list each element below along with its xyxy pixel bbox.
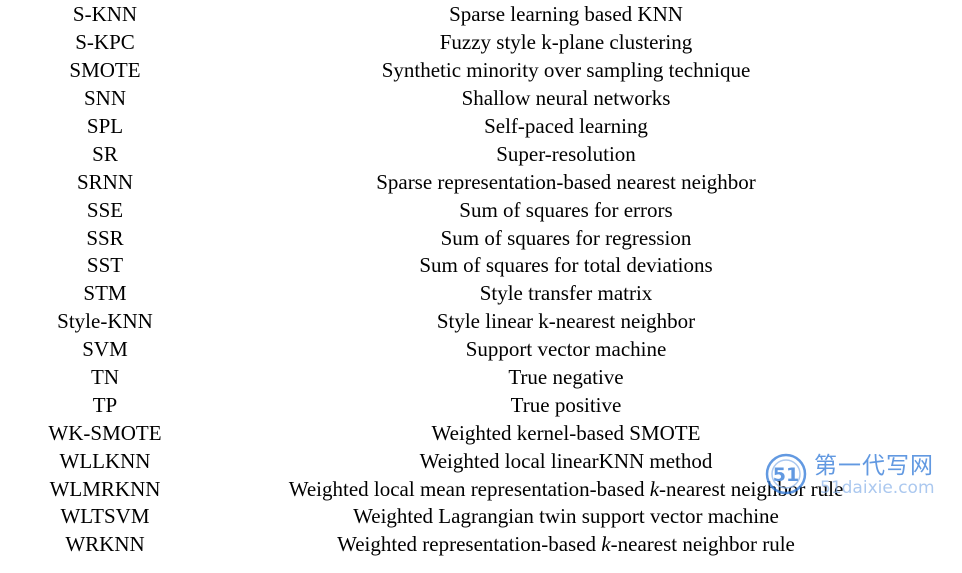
definition-cell: Style linear k-nearest neighbor <box>436 309 696 334</box>
definition-cell: Sum of squares for total deviations <box>419 253 713 278</box>
table-row: STM Style transfer matrix <box>0 280 962 308</box>
abbreviation-cell: SSR <box>86 225 124 250</box>
definition-cell: Super-resolution <box>496 141 636 166</box>
abbreviation-cell: TN <box>91 365 119 390</box>
table-row: SNN Shallow neural networks <box>0 85 962 113</box>
table-row: S-KPC Fuzzy style k-plane clustering <box>0 29 962 57</box>
abbreviation-cell: WLLKNN <box>59 448 151 473</box>
abbreviation-cell: SR <box>92 141 118 166</box>
definition-cell: Support vector machine <box>465 337 667 362</box>
definition-cell: Synthetic minority over sampling techniq… <box>381 58 751 83</box>
definition-cell: Weighted local linearKNN method <box>419 448 713 473</box>
definition-cell: Weighted kernel-based SMOTE <box>431 420 701 445</box>
watermark: 51 第一代写网 51daixie.com <box>762 444 957 504</box>
abbreviation-cell: WK-SMOTE <box>48 420 162 445</box>
abbreviation-cell: S-KPC <box>75 30 135 55</box>
table-row: WLTSVM Weighted Lagrangian twin support … <box>0 503 962 531</box>
table-row: Style-KNN Style linear k-nearest neighbo… <box>0 308 962 336</box>
definition-cell: Sparse learning based KNN <box>449 2 683 27</box>
abbreviation-cell: SNN <box>83 86 126 111</box>
abbreviation-cell: WLMRKNN <box>49 476 161 501</box>
abbreviation-cell: SRNN <box>76 169 134 194</box>
abbreviation-cell: WLTSVM <box>60 504 150 529</box>
watermark-chinese-text: 第一代写网 <box>814 453 934 479</box>
table-row: SSE Sum of squares for errors <box>0 196 962 224</box>
watermark-logo-icon: 51 <box>765 453 807 495</box>
abbreviation-cell: SVM <box>82 337 128 362</box>
svg-text:51: 51 <box>773 464 799 486</box>
abbreviation-cell: SMOTE <box>69 58 141 83</box>
table-row: S-KNN Sparse learning based KNN <box>0 1 962 29</box>
table-row: TP True positive <box>0 391 962 419</box>
table-row: SPL Self-paced learning <box>0 113 962 141</box>
definition-cell: Sum of squares for regression <box>440 225 692 250</box>
definition-cell: True negative <box>508 365 624 390</box>
definition-cell: Fuzzy style k-plane clustering <box>439 30 693 55</box>
table-row: SRNN Sparse representation-based nearest… <box>0 168 962 196</box>
definition-cell: True positive <box>510 392 622 417</box>
table-row: WRKNN Weighted representation-based k-ne… <box>0 531 962 559</box>
definition-cell: Style transfer matrix <box>479 281 653 306</box>
table-row: TN True negative <box>0 364 962 392</box>
table-row: SST Sum of squares for total deviations <box>0 252 962 280</box>
abbreviation-cell: SSE <box>86 197 124 222</box>
definition-cell: Sparse representation-based nearest neig… <box>376 169 756 194</box>
abbreviation-cell: STM <box>83 281 127 306</box>
table-row: SVM Support vector machine <box>0 336 962 364</box>
table-row: SMOTE Synthetic minority over sampling t… <box>0 57 962 85</box>
abbreviation-cell: WRKNN <box>65 532 145 557</box>
definition-cell: Sum of squares for errors <box>459 197 673 222</box>
table-row: SR Super-resolution <box>0 140 962 168</box>
table-row: SSR Sum of squares for regression <box>0 224 962 252</box>
abbreviation-cell: S-KNN <box>72 2 138 27</box>
abbreviation-table: S-KNN Sparse learning based KNN S-KPC Fu… <box>0 1 962 559</box>
watermark-url-text: 51daixie.com <box>820 478 935 498</box>
abbreviation-cell: SST <box>86 253 124 278</box>
definition-cell: Shallow neural networks <box>461 86 671 111</box>
table-row: WLLKNN Weighted local linearKNN method <box>0 447 962 475</box>
abbreviation-cell: TP <box>92 392 118 417</box>
definition-cell: Self-paced learning <box>484 114 648 138</box>
abbreviation-cell: SPL <box>86 114 124 138</box>
table-row: WK-SMOTE Weighted kernel-based SMOTE <box>0 419 962 447</box>
abbreviation-cell: Style-KNN <box>57 309 153 334</box>
definition-cell: Weighted representation-based k-nearest … <box>337 532 795 557</box>
definition-cell: Weighted Lagrangian twin support vector … <box>353 504 779 529</box>
